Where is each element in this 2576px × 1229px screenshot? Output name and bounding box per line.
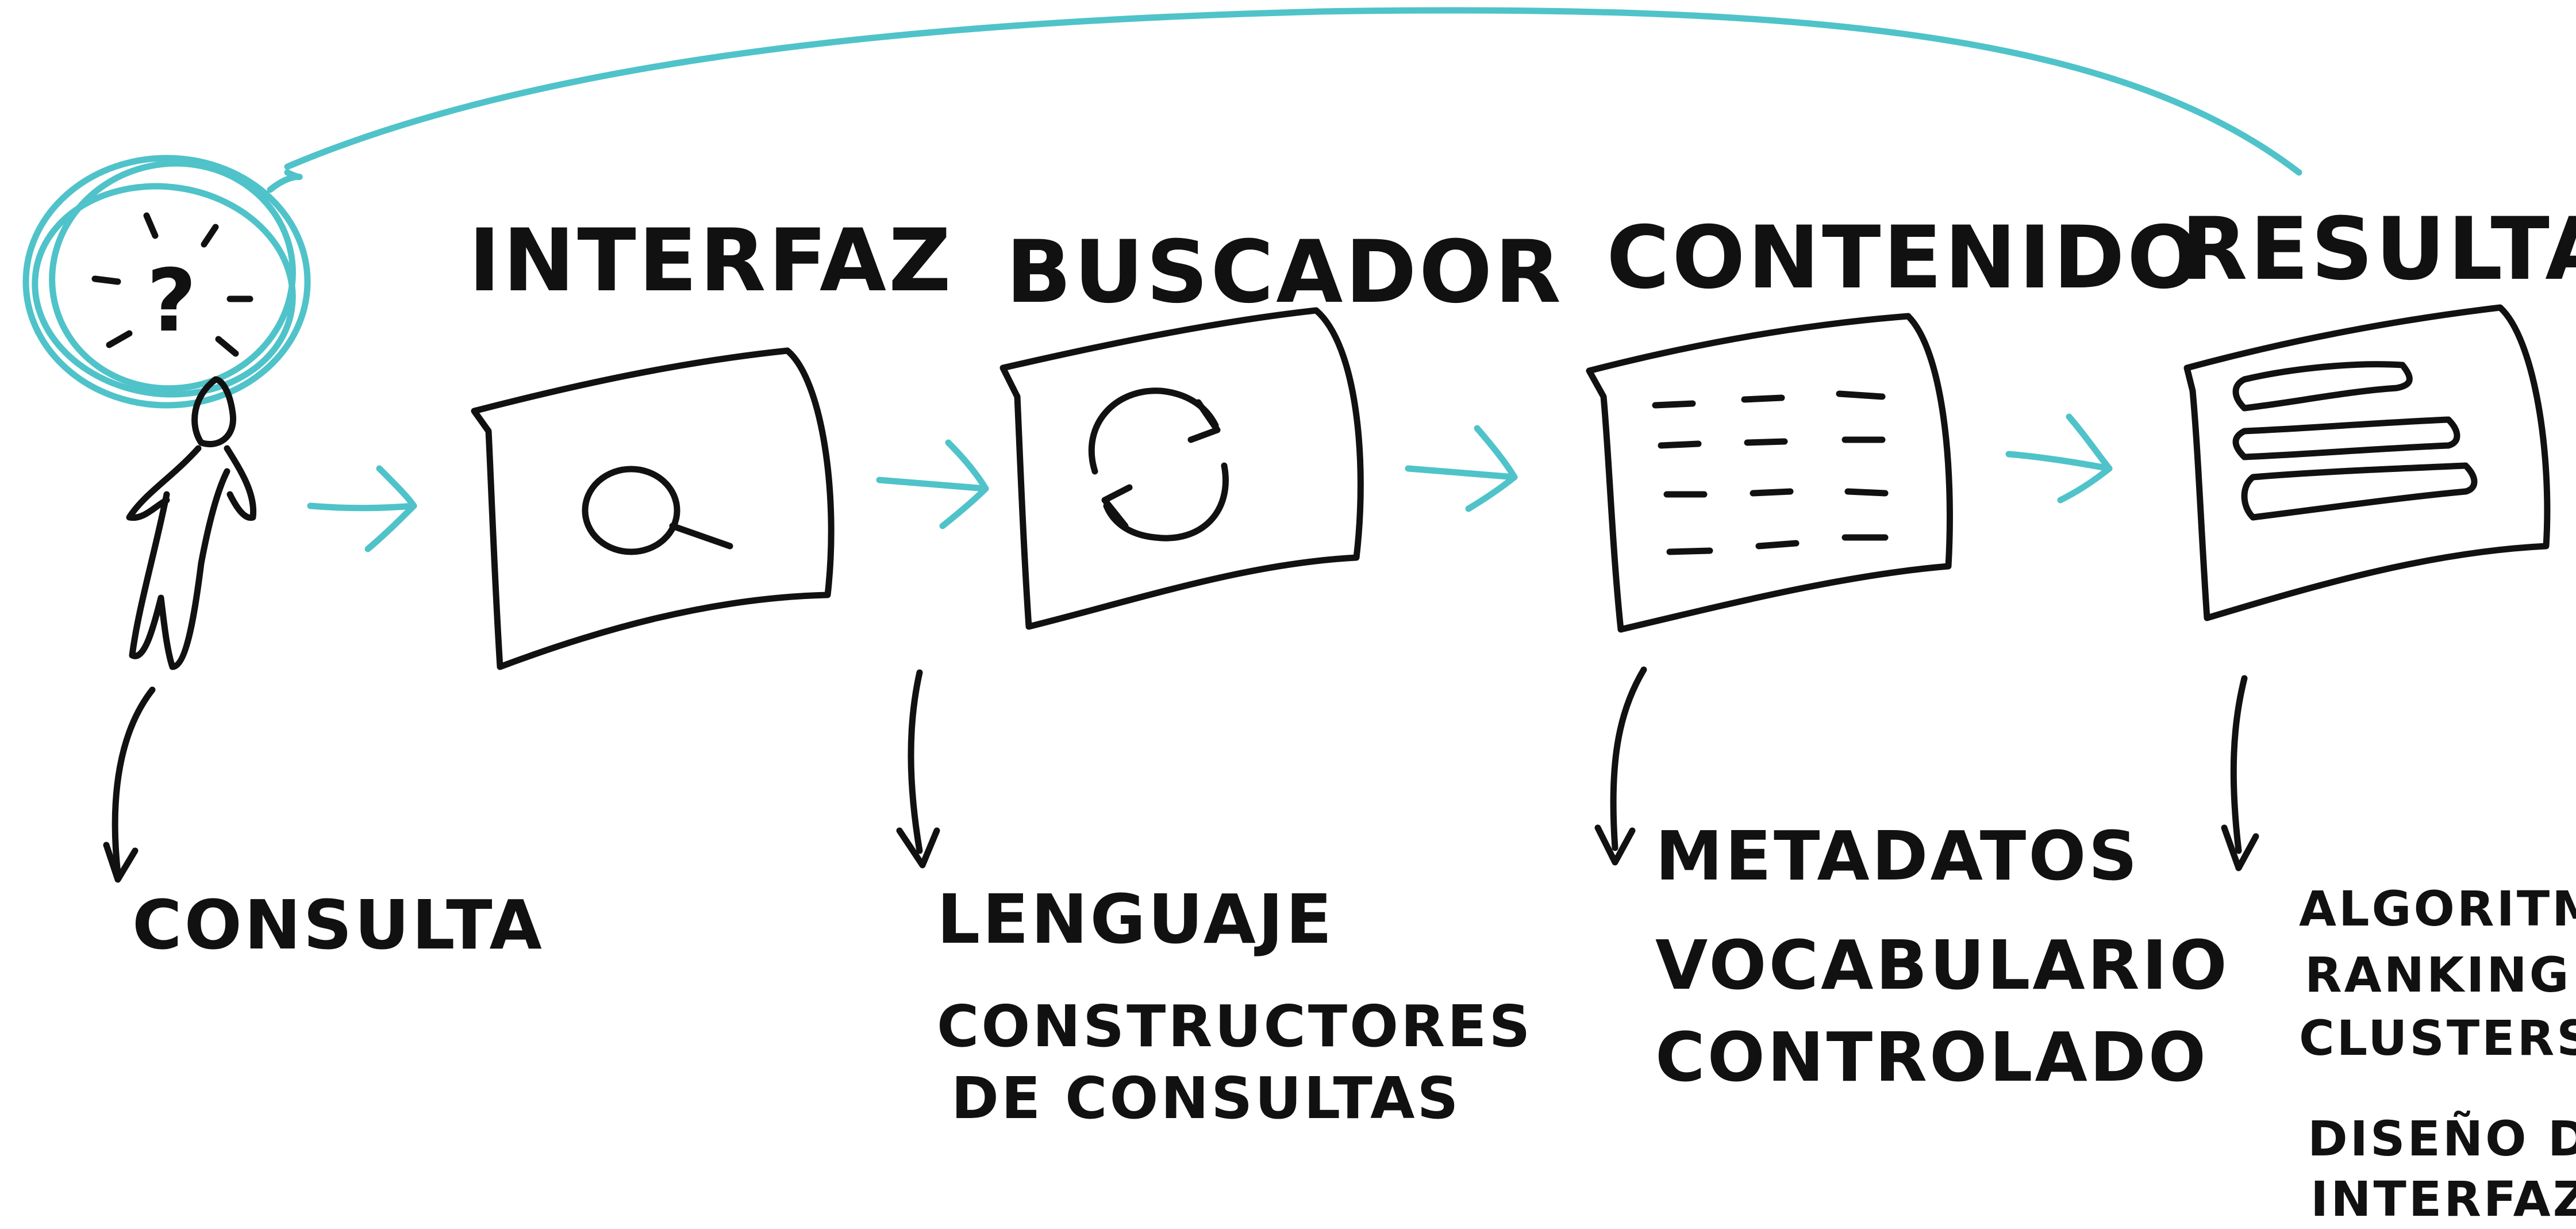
text-lines-icon: [1652, 390, 1889, 555]
step-title: CONTENIDO: [1606, 208, 2202, 308]
down-arrow-buscador: [896, 669, 940, 869]
note-line: RANKING Y: [2305, 947, 2576, 1003]
magnifier-icon: [582, 466, 733, 555]
contenido-notes: METADATOS VOCABULARIO CONTROLADO: [1655, 816, 2229, 1097]
note-line: DE CONSULTAS: [951, 1065, 1460, 1132]
note-line: CLUSTERS: [2299, 1010, 2576, 1066]
note-line: CONSTRUCTORES: [937, 993, 1532, 1060]
down-arrow-contenido: [1594, 666, 1647, 866]
feedback-loop-arrow: [284, 7, 2302, 176]
step-title: INTERFAZ: [468, 211, 953, 311]
flow-arrow-4: [2005, 413, 2113, 504]
note-line: VOCABULARIO: [1655, 925, 2229, 1005]
result-list-icon: [2232, 361, 2478, 521]
refresh-icon: [1088, 387, 1229, 541]
step-title: RESULTADO: [2181, 199, 2576, 299]
step-resultado: RESULTADO: [2181, 199, 2576, 621]
flow-arrow-3: [1405, 425, 1518, 512]
note-line: INTERFAZ: [2310, 1171, 2576, 1227]
note-line: ALGORITMOS: [2299, 881, 2576, 937]
down-arrow-consulta: [103, 686, 156, 883]
step-title: BUSCADOR: [1006, 222, 1563, 322]
note-line: DISEÑO DE: [2308, 1111, 2576, 1167]
flow-arrow-2: [876, 439, 989, 529]
step-buscador: BUSCADOR: [999, 222, 1563, 630]
note-line: CONTROLADO: [1655, 1017, 2208, 1097]
step-card: [999, 307, 1364, 630]
step-card: [2183, 304, 2551, 621]
step-contenido: CONTENIDO: [1586, 208, 2202, 633]
down-arrow-resultado: [2221, 675, 2259, 871]
buscador-notes: LENGUAJE CONSTRUCTORES DE CONSULTAS: [937, 879, 1532, 1132]
confusion-marks: [91, 212, 253, 357]
thought-bubble: [22, 155, 311, 409]
user-figure: [126, 376, 257, 670]
note-line: METADATOS: [1655, 816, 2140, 896]
resultado-notes: ALGORITMOS RANKING Y CLUSTERS DISEÑO DE …: [2299, 881, 2576, 1227]
step-card: [471, 347, 835, 670]
note-line: LENGUAJE: [937, 879, 1334, 959]
consulta-label: CONSULTA: [132, 885, 544, 965]
step-card: [1586, 313, 1953, 633]
flow-arrow-1: [307, 465, 417, 552]
step-interfaz: INTERFAZ: [468, 211, 953, 670]
question-mark: ?: [147, 251, 199, 351]
